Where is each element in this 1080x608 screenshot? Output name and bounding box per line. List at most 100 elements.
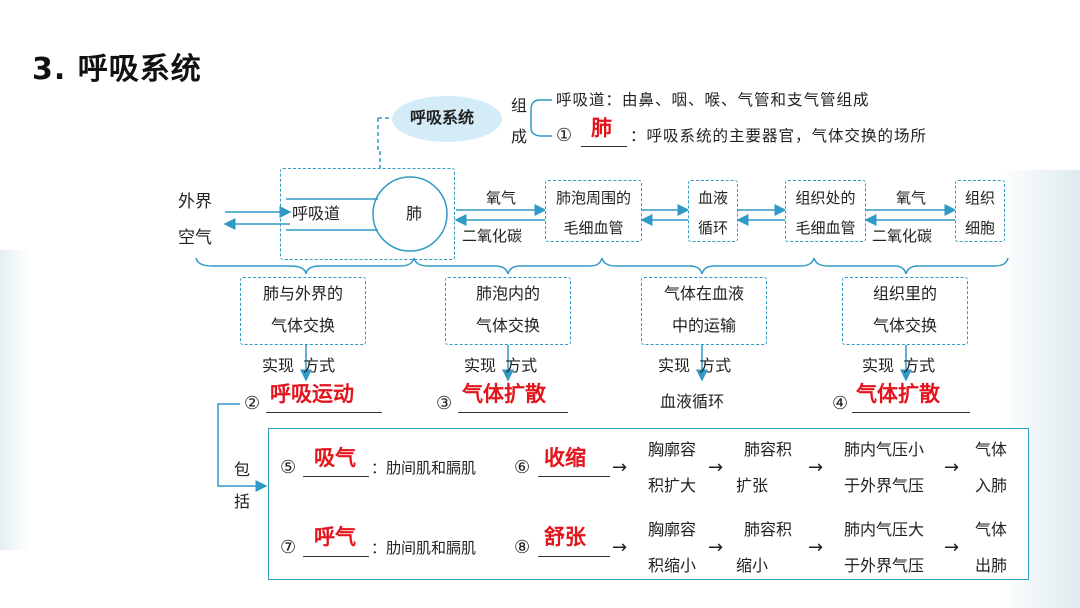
- alveolar-capillary-box: [545, 180, 642, 242]
- airway-lung-box: [280, 168, 455, 260]
- stage-1-line1: 肺与外界的: [262, 284, 343, 303]
- lung-label: 肺: [406, 204, 423, 223]
- stage-4-number: ④: [832, 393, 849, 414]
- row-1-number-2: ⑥: [514, 457, 531, 478]
- row-2-arrow-2: →: [708, 537, 724, 558]
- row-2-arrow-4: →: [944, 537, 960, 558]
- outside-air-1: 外界: [178, 192, 212, 212]
- stage-1-number: ②: [244, 393, 261, 414]
- row-1-answer: 吸气: [314, 446, 356, 470]
- lung-underline: [581, 146, 627, 147]
- tissue-cell-2: 细胞: [964, 219, 995, 237]
- tissue-cell-1: 组织: [964, 189, 995, 207]
- row-2-step-1b: 积缩小: [647, 556, 696, 575]
- stage-1-mode: 实现 方式: [262, 356, 336, 375]
- airway-label: 呼吸道: [292, 204, 341, 223]
- oxygen-label-2: 氧气: [896, 189, 927, 207]
- stage-4-line2: 气体交换: [872, 316, 937, 335]
- co2-label-2: 二氧化碳: [872, 227, 933, 245]
- row-1-step-1a: 胸廓容: [647, 440, 696, 459]
- stage-2-underline: [458, 412, 568, 413]
- stage-box-4: [842, 277, 968, 345]
- row-1-arrow-4: →: [944, 457, 960, 478]
- stage-4-line1: 组织里的: [872, 284, 937, 303]
- row-2-muscle: ：肋间肌和膈肌: [371, 539, 477, 557]
- stage-box-1: [240, 277, 366, 345]
- composition-char-2: 成: [511, 127, 528, 146]
- row-1-step-1b: 积扩大: [647, 476, 696, 495]
- outside-air-2: 空气: [178, 228, 212, 248]
- stage-4-answer: 气体扩散: [856, 382, 940, 406]
- tissue-capillary-1: 组织处的: [795, 189, 856, 207]
- oxygen-label: 氧气: [486, 189, 517, 207]
- row-1-step-3a: 肺内气压小: [843, 440, 924, 459]
- lung-description: ：呼吸系统的主要器官，气体交换的场所: [630, 127, 928, 145]
- stage-3-line1: 气体在血液: [663, 284, 744, 303]
- row-1-step-4a: 气体: [974, 440, 1007, 459]
- stage-4-mode: 实现 方式: [862, 356, 936, 375]
- stage-2-line1: 肺泡内的: [475, 284, 540, 303]
- tissue-cell-box: [955, 180, 1005, 242]
- stage-1-underline: [266, 412, 382, 413]
- stage-4-underline: [852, 412, 970, 413]
- row-1-arrow-3: →: [808, 457, 824, 478]
- stage-box-3: [641, 277, 767, 345]
- row-1-step-2b: 扩张: [735, 476, 768, 495]
- row-2-step-3a: 肺内气压大: [843, 520, 924, 539]
- row-2-underline-2: [538, 556, 610, 557]
- blood-circulation-box: [688, 180, 738, 242]
- row-2-arrow-3: →: [808, 537, 824, 558]
- include-char-1: 包: [234, 460, 251, 479]
- row-2-step-2a: 肺容积: [743, 520, 792, 539]
- lung-answer: 肺: [591, 116, 612, 140]
- blood-circulation-2: 循环: [697, 219, 728, 237]
- row-1-answer-2: 收缩: [544, 446, 586, 470]
- stage-3-answer: 血液循环: [660, 392, 725, 411]
- row-2-underline: [303, 556, 369, 557]
- co2-label: 二氧化碳: [462, 227, 523, 245]
- row-1-arrow-2: →: [708, 457, 724, 478]
- row-2-arrow-1: →: [612, 537, 628, 558]
- alveolar-capillary-1: 肺泡周围的: [555, 189, 631, 207]
- row-2-number-2: ⑧: [514, 537, 531, 558]
- row-1-underline: [303, 476, 369, 477]
- alveolar-capillary-2: 毛细血管: [563, 219, 624, 237]
- row-2-step-1a: 胸廓容: [647, 520, 696, 539]
- stage-box-2: [445, 277, 571, 345]
- breathing-process-box: [268, 428, 1029, 580]
- stage-2-number: ③: [436, 393, 453, 414]
- airway-description: 呼吸道：由鼻、咽、喉、气管和支气管组成: [556, 91, 870, 109]
- row-2-step-2b: 缩小: [735, 556, 768, 575]
- tissue-capillary-2: 毛细血管: [795, 219, 856, 237]
- row-1-step-3b: 于外界气压: [843, 476, 924, 495]
- row-2-step-4a: 气体: [974, 520, 1007, 539]
- composition-char-1: 组: [511, 96, 528, 115]
- system-oval: [392, 96, 502, 142]
- include-char-2: 括: [234, 492, 251, 511]
- stage-1-answer: 呼吸运动: [270, 382, 354, 406]
- stage-2-answer: 气体扩散: [462, 382, 546, 406]
- row-2-answer-2: 舒张: [544, 525, 586, 549]
- row-2-step-3b: 于外界气压: [843, 556, 924, 575]
- row-2-step-4b: 出肺: [974, 556, 1007, 575]
- blood-circulation-1: 血液: [697, 189, 728, 207]
- row-2-answer: 呼气: [314, 525, 356, 549]
- stage-3-line2: 中的运输: [671, 316, 736, 335]
- lung-number: ①: [556, 125, 573, 146]
- stage-2-line2: 气体交换: [475, 316, 540, 335]
- page-title: 3. 呼吸系统: [32, 52, 202, 87]
- row-2-number: ⑦: [280, 537, 297, 558]
- row-1-step-4b: 入肺: [974, 476, 1007, 495]
- row-1-step-2a: 肺容积: [743, 440, 792, 459]
- row-1-muscle: ：肋间肌和膈肌: [371, 459, 477, 477]
- row-1-number: ⑤: [280, 457, 297, 478]
- tissue-capillary-box: [785, 180, 866, 242]
- stage-2-mode: 实现 方式: [464, 356, 538, 375]
- stage-3-mode: 实现 方式: [658, 356, 732, 375]
- stage-1-line2: 气体交换: [270, 316, 335, 335]
- system-oval-label: 呼吸系统: [410, 108, 475, 127]
- background-wash-left: [0, 250, 30, 550]
- row-1-underline-2: [538, 476, 610, 477]
- row-1-arrow-1: →: [612, 457, 628, 478]
